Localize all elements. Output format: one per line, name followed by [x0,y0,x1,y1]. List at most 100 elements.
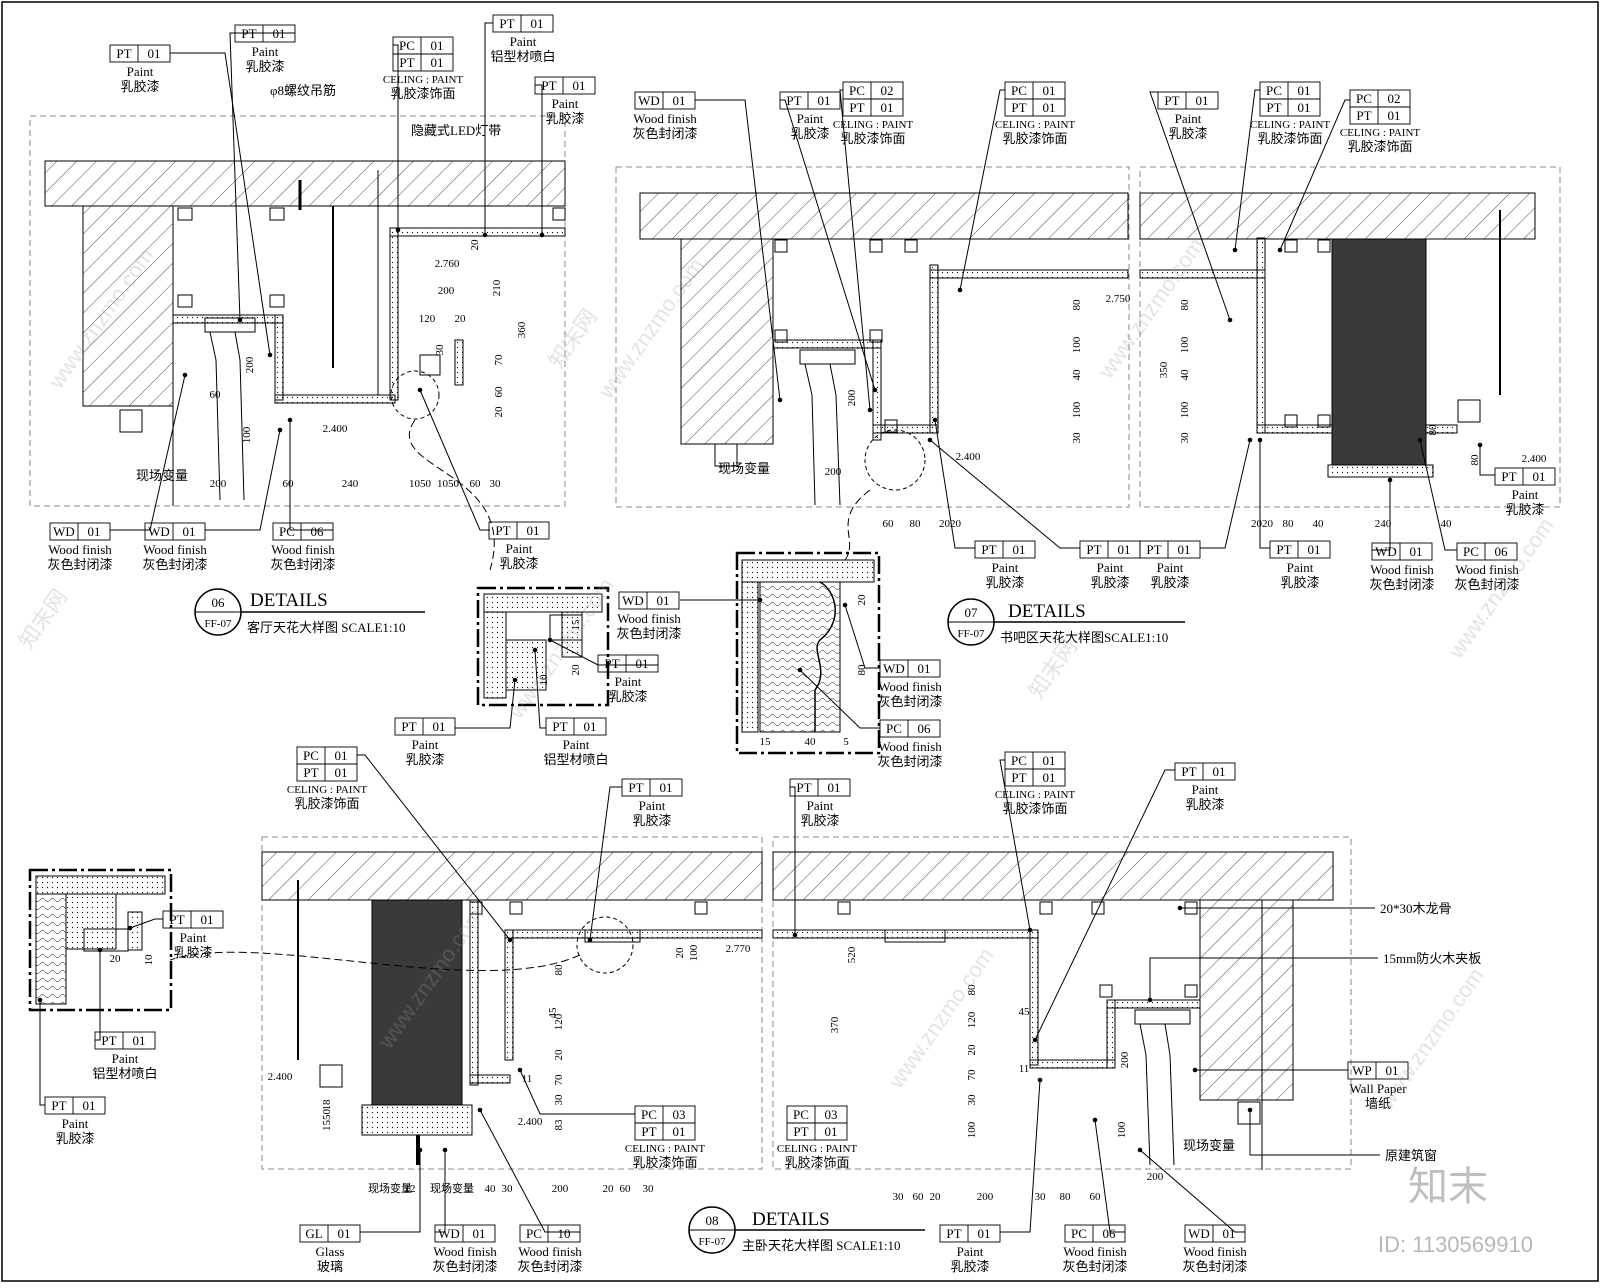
tag-code: PT [793,1124,808,1139]
dimension-text: 20 [455,313,467,325]
dimension-text: 100 [966,1121,978,1138]
tag-code: WD [622,593,644,608]
dimension-text: 30 [490,478,502,490]
tag-caption-cn: 乳胶漆 [800,813,839,828]
note-plywood: 15mm防火木夹板 [1383,951,1481,966]
dimension-text: 100 [688,944,700,961]
tag-number: 01 [584,719,597,734]
tag-number: 01 [573,78,586,93]
tag-caption-en: CELING : PAINT [833,119,914,131]
dimension-text: 40 [485,1183,497,1195]
dimension-text: 60 [913,1191,925,1203]
title-06-heading: DETAILS [250,590,328,611]
tag-caption-cn: 乳胶漆 [55,1131,94,1146]
leader-dot [287,417,293,423]
title-06-ref: FF-07 [205,618,232,630]
tag-caption-en: Paint [252,44,279,59]
dimension-text: 15 [760,736,772,748]
tag-caption-en: Wood finish [518,1244,582,1259]
tag-caption-cn: 灰色封闭漆 [47,557,112,572]
dimension-text: 80 [553,964,565,976]
tag-number: 01 [673,1124,686,1139]
tag-number: 01 [1178,542,1191,557]
leader-line [844,604,880,669]
leader-dot [267,352,273,358]
tag-caption-en: Wood finish [1455,562,1519,577]
dimension-text: 200 [977,1191,994,1203]
title-06: 06 FF-07 DETAILS 客厅天花大样图 SCALE1:10 [194,588,425,636]
leader-dot [797,667,803,673]
dimension-text: 80 [910,518,922,530]
leader-dot [842,602,848,608]
leader-dot [792,932,798,938]
leader-line [1249,1110,1380,1156]
tag-code: WD [638,93,660,108]
tag-code: PT [541,78,556,93]
dimension-text: 120 [419,313,436,325]
dimension-text: 200 [1119,1051,1131,1068]
tag-code: PC [1011,83,1027,98]
leader-dot [182,372,188,378]
dimension-text: 18 [321,1099,333,1111]
watermark-site-cn-2: 知末网 [544,304,602,372]
dimension-text: 2.760 [435,258,460,270]
dimension-text: 20 [469,239,481,251]
tag-number: 01 [825,1124,838,1139]
leader-dot [417,387,423,393]
tag-number: 01 [1043,770,1056,785]
dimension-text: 45 [1019,1006,1031,1018]
dimension-text: 10 [538,674,550,686]
title-08-desc: 主卧天花大样图 SCALE1:10 [742,1238,901,1253]
leader-line [484,22,493,235]
dimension-text: 10 [143,954,155,966]
leader-line [519,1069,635,1115]
tag-number: 02 [1388,91,1401,106]
dimension-text: 12 [405,1183,416,1195]
dimension-text: 20 [110,953,122,965]
leader-dot [927,437,933,443]
tag-caption-cn: 乳胶漆 [1185,797,1224,812]
dimension-text: 1050 [409,478,432,490]
note-site-var-08b: 现场变量 [368,1181,412,1195]
tag-number: 01 [531,16,544,31]
leader-line [110,374,186,531]
watermark-site-5: www.znzmo.com [883,943,999,1093]
tag-code: WD [148,524,170,539]
leader-dot [1277,247,1283,253]
tag-caption-en: Paint [957,1244,984,1259]
tag-code: PC [1463,544,1479,559]
dimension-text: 45 [547,1007,559,1019]
dimension-text: 100 [1071,401,1083,418]
tag-number: 10 [558,1226,571,1241]
tag-caption-en: Paint [180,930,207,945]
tag-number: 01 [1410,544,1423,559]
tag-caption-cn: 乳胶漆 [173,945,212,960]
watermark-site-cn-1: 知末网 [14,584,72,652]
tag-code: PT [604,656,619,671]
leader-line [229,32,295,321]
tag-caption-cn: 乳胶漆饰面 [1002,801,1067,816]
dimension-text: 2.400 [1522,453,1547,465]
tag-number: 01 [148,46,161,61]
tag-number: 01 [818,93,831,108]
tag-code: PT [1146,542,1161,557]
dimension-text: 30 [1035,1191,1047,1203]
leader-dot [477,1107,483,1113]
dimension-text: 2.770 [726,943,751,955]
tag-number: 01 [1298,100,1311,115]
leader-line [419,389,490,531]
dimension-text: 520 [846,946,858,963]
tag-code: PT [495,523,510,538]
tag-caption-en: Wood finish [633,111,697,126]
tag-caption-en: Paint [552,96,579,111]
tag-code: WD [1188,1226,1210,1241]
dimension-text: 1050 [437,478,460,490]
